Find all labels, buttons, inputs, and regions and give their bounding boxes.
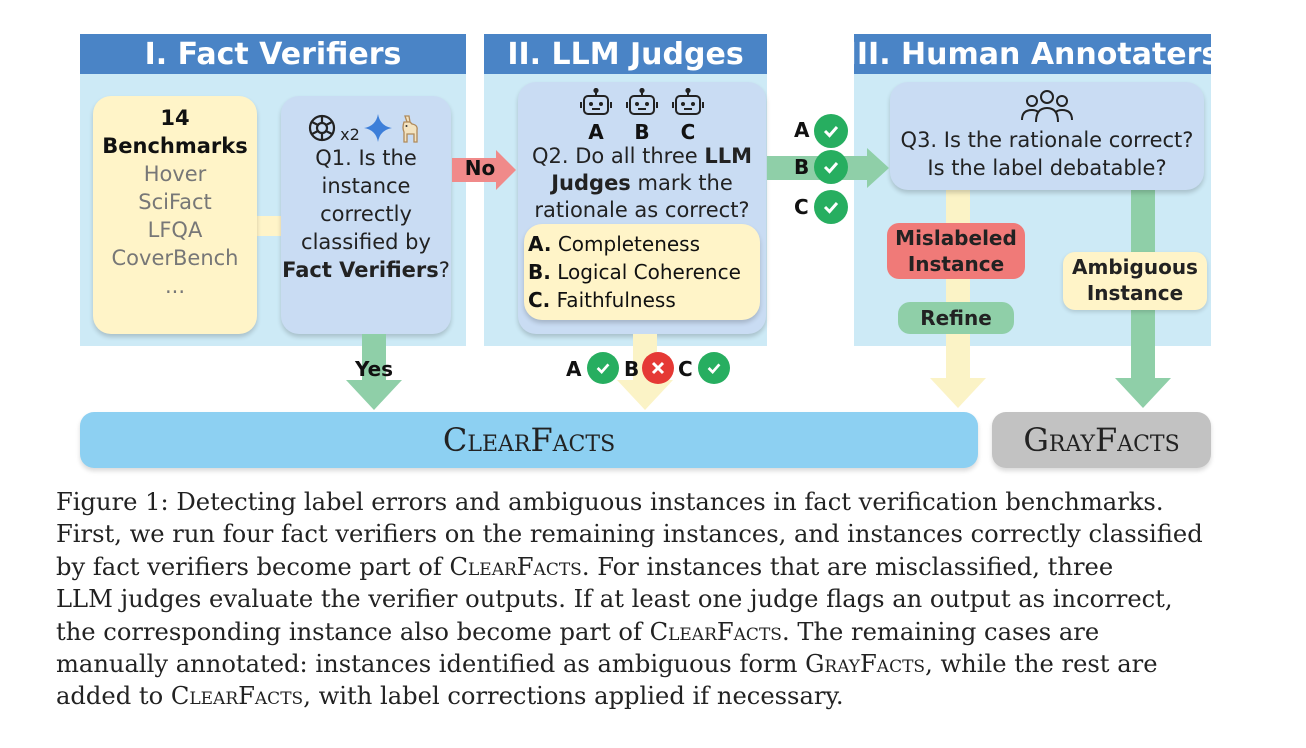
verifier-multiplier: x2 (340, 125, 360, 144)
caption-line: Figure 1: Detecting label errors and amb… (56, 488, 1164, 516)
q1-qmark: ? (438, 258, 450, 282)
robot-label: C (680, 120, 696, 144)
criteria-card: A. Completeness B. Logical Coherence C. … (524, 224, 760, 320)
llm-judges-header: II. LLM Judges (484, 34, 767, 74)
criterion-item: C. Faithfulness (528, 288, 676, 312)
q1-line1: Q1. Is the (315, 146, 417, 170)
q3-card: Q3. Is the rationale correct? Is the lab… (890, 82, 1204, 190)
figure-caption: Figure 1: Detecting label errors and amb… (56, 486, 1251, 713)
grayfacts-bar: GrayFacts (992, 412, 1211, 468)
no-arrow (452, 150, 516, 190)
people-group-icon (890, 86, 1204, 126)
robot-icon (672, 87, 704, 115)
q1-fact-verifiers: Fact Verifiers (282, 258, 439, 282)
caption-line: added to ClearFacts, with label correcti… (56, 682, 844, 711)
robot-label: A (588, 120, 604, 144)
q1-line2: instance (321, 174, 411, 198)
robot-a: A (580, 87, 612, 144)
clearfacts-bar: ClearFacts (80, 412, 978, 468)
caption-line: LLM judges evaluate the verifier outputs… (56, 585, 1173, 614)
benchmarks-card: 14 Benchmarks Hover SciFact LFQA CoverBe… (93, 96, 257, 334)
check-icon (698, 352, 730, 384)
robot-c: C (672, 87, 704, 144)
gemini-sparkle-icon (362, 112, 394, 144)
ambiguous-arrow-head (1115, 378, 1171, 408)
bottom-judge-a-label: A (566, 357, 582, 381)
fact-verifiers-header: I. Fact Verifiers (80, 34, 466, 74)
mislabel-arrow-head (930, 378, 986, 408)
llama-icon (396, 112, 426, 144)
check-icon (587, 352, 619, 384)
check-icon (814, 150, 848, 184)
yes-arrow-head (346, 380, 402, 410)
q1-card: x2 Q1. Is the instance correctly classif… (281, 96, 451, 334)
yes-label: Yes (354, 357, 394, 381)
q2-bold-llm: LLM (704, 144, 753, 168)
check-icon (814, 190, 848, 224)
q2-bold-judges: Judges (551, 171, 631, 195)
caption-line: manually annotated: instances identified… (56, 650, 1158, 679)
q3-line2: Is the label debatable? (927, 156, 1167, 180)
benchmarks-count: 14 (160, 106, 190, 130)
caption-line: by fact verifiers become part of ClearFa… (56, 552, 1114, 581)
robot-b: B (626, 87, 658, 144)
no-label: No (464, 156, 496, 180)
q2-text: rationale as correct? (534, 198, 750, 222)
criterion-item: A. Completeness (528, 232, 701, 256)
openai-icon (306, 112, 338, 144)
criterion-item: B. Logical Coherence (528, 260, 741, 284)
yes-arrow-shaft (362, 334, 386, 384)
caption-line: the corresponding instance also become p… (56, 617, 1100, 646)
judge-fail-arrow-head (617, 380, 673, 410)
benchmark-item: CoverBench (111, 246, 239, 270)
q2-text: mark the (630, 171, 733, 195)
grayfacts-label: GrayFacts (1023, 421, 1180, 459)
q1-line4: classified by (301, 230, 431, 254)
robot-icon (626, 87, 658, 115)
judge-a-label: A (794, 118, 810, 142)
benchmark-item: ... (164, 274, 186, 298)
benchmark-item: SciFact (138, 190, 212, 214)
bottom-judge-c-label: C (678, 357, 693, 381)
robot-label: B (634, 120, 650, 144)
benchmarks-title: Benchmarks (102, 134, 248, 158)
benchmark-item: LFQA (147, 218, 203, 242)
judge-b-label: B (794, 155, 810, 179)
robot-row: A B C (518, 87, 766, 144)
bottom-judge-b-label: B (624, 357, 640, 381)
human-annotaters-header: III. Human Annotaters (846, 34, 1219, 74)
check-icon (814, 114, 848, 148)
clearfacts-label: ClearFacts (442, 421, 616, 459)
refine-tag: Refine (898, 302, 1014, 334)
robot-icon (580, 87, 612, 115)
benchmark-connector (256, 216, 282, 236)
mislabel-arrow-shaft (946, 180, 970, 382)
q2-text: Q2. Do all three (531, 144, 705, 168)
q3-line1: Q3. Is the rationale correct? (900, 128, 1194, 152)
caption-line: First, we run four fact verifiers on the… (56, 520, 1203, 549)
q1-line3: correctly (320, 202, 412, 226)
cross-icon (642, 352, 674, 384)
verifier-icons: x2 (281, 104, 451, 144)
benchmark-item: Hover (143, 162, 207, 186)
judge-c-label: C (794, 195, 809, 219)
